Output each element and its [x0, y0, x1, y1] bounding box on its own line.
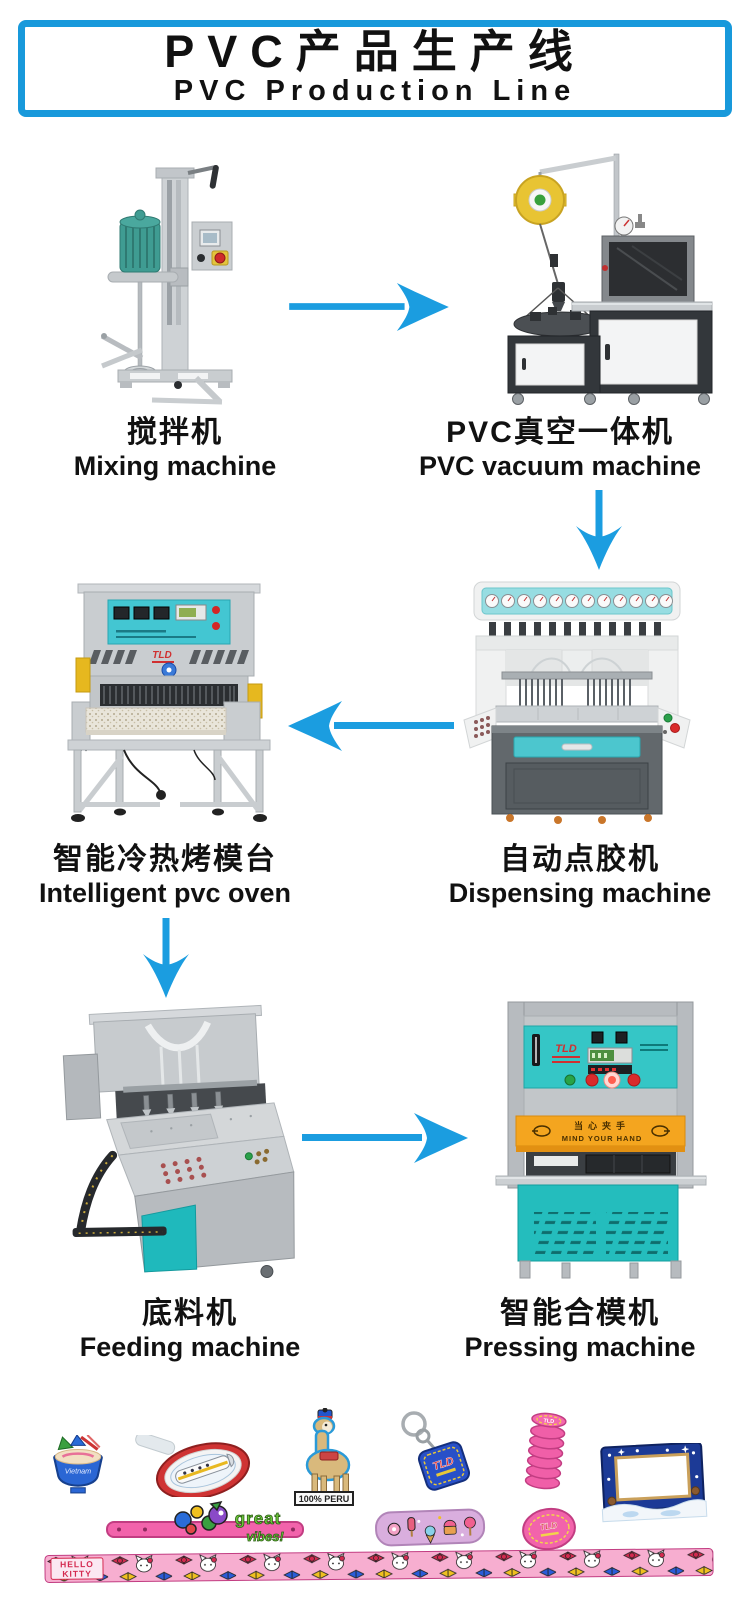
station-label-mixing: 搅拌机 Mixing machine [30, 416, 320, 482]
product-coaster-stack: TLD [522, 1402, 570, 1494]
station-label-pressing: 智能合模机 Pressing machine [425, 1297, 735, 1363]
product-noodle-bowl-patch: Vietnam [50, 1435, 106, 1495]
station-label-dispensing: 自动点胶机 Dispensing machine [425, 843, 735, 909]
product-llama-figure: 100% PERU [288, 1408, 358, 1506]
llama-text: 100% PERU [299, 1494, 350, 1504]
product-candy-slap-band [374, 1503, 486, 1549]
product-photo-frame [598, 1443, 708, 1523]
belt-text-line1: HELLO [60, 1559, 94, 1569]
flow-arrow-down-icon [575, 490, 623, 570]
page-title-en: PVC Production Line [173, 74, 577, 107]
coaster-text: TLD [543, 1418, 554, 1425]
station-name-en: Dispensing machine [448, 877, 712, 908]
product-keychain: TLD [392, 1410, 472, 1495]
pressing-warning-en: MIND YOUR HAND [562, 1134, 643, 1143]
station-name-cn: 智能合模机 [500, 1297, 660, 1330]
product-oval-patch: TLD [520, 1506, 578, 1552]
station-name-en: PVC vacuum machine [418, 450, 702, 481]
belt-text-line2: KITTY [62, 1569, 92, 1579]
product-train-patch [130, 1435, 256, 1497]
bowl-text: Vietnam [65, 1466, 91, 1475]
bracelet-text-line2: vibes! [246, 1529, 284, 1544]
station-name-cn: 底料机 [142, 1297, 238, 1330]
dispensing-machine-image [462, 580, 692, 825]
station-name-cn: 自动点胶机 [500, 843, 660, 876]
station-name-cn: 搅拌机 [127, 416, 223, 449]
mixing-machine-image [100, 160, 250, 405]
oven-machine-image: TLD [64, 580, 274, 825]
pinch-hazard-icon [532, 1125, 670, 1137]
station-name-en: Intelligent pvc oven [38, 877, 292, 908]
flow-arrow-left-icon [285, 700, 457, 752]
flow-arrow-down-icon [142, 918, 190, 998]
oven-brand-logo: TLD [152, 650, 171, 661]
station-name-en: Pressing machine [464, 1331, 696, 1362]
pressing-machine-image: TLD 当心夹手 MIND YOUR HAND [488, 998, 713, 1280]
station-name-cn: PVC真空一体机 [446, 416, 674, 449]
station-name-en: Mixing machine [73, 450, 277, 481]
pressing-brand-logo: TLD [555, 1043, 576, 1055]
station-label-oven: 智能冷热烤模台 Intelligent pvc oven [15, 843, 315, 909]
title-box: PVC产品生产线 PVC Production Line [18, 20, 732, 117]
station-name-en: Feeding machine [79, 1331, 301, 1362]
flow-arrow-right-icon [298, 1112, 472, 1164]
pressing-warning-cn: 当心夹手 [574, 1120, 630, 1131]
vacuum-machine-image [472, 148, 717, 408]
station-label-feeding: 底料机 Feeding machine [60, 1297, 320, 1363]
bracelet-text-line1: great [235, 1509, 282, 1528]
station-label-vacuum: PVC真空一体机 PVC vacuum machine [410, 416, 710, 482]
flow-arrow-right-icon [285, 282, 453, 332]
feeding-machine-image [62, 1002, 297, 1287]
oval-patch-text: TLD [539, 1520, 558, 1532]
product-hello-kitty-belt: HELLO KITTY [44, 1548, 714, 1583]
product-bracelet: great vibes! [105, 1496, 305, 1558]
page-title-cn: PVC产品生产线 [164, 26, 586, 78]
station-name-cn: 智能冷热烤模台 [53, 843, 277, 876]
